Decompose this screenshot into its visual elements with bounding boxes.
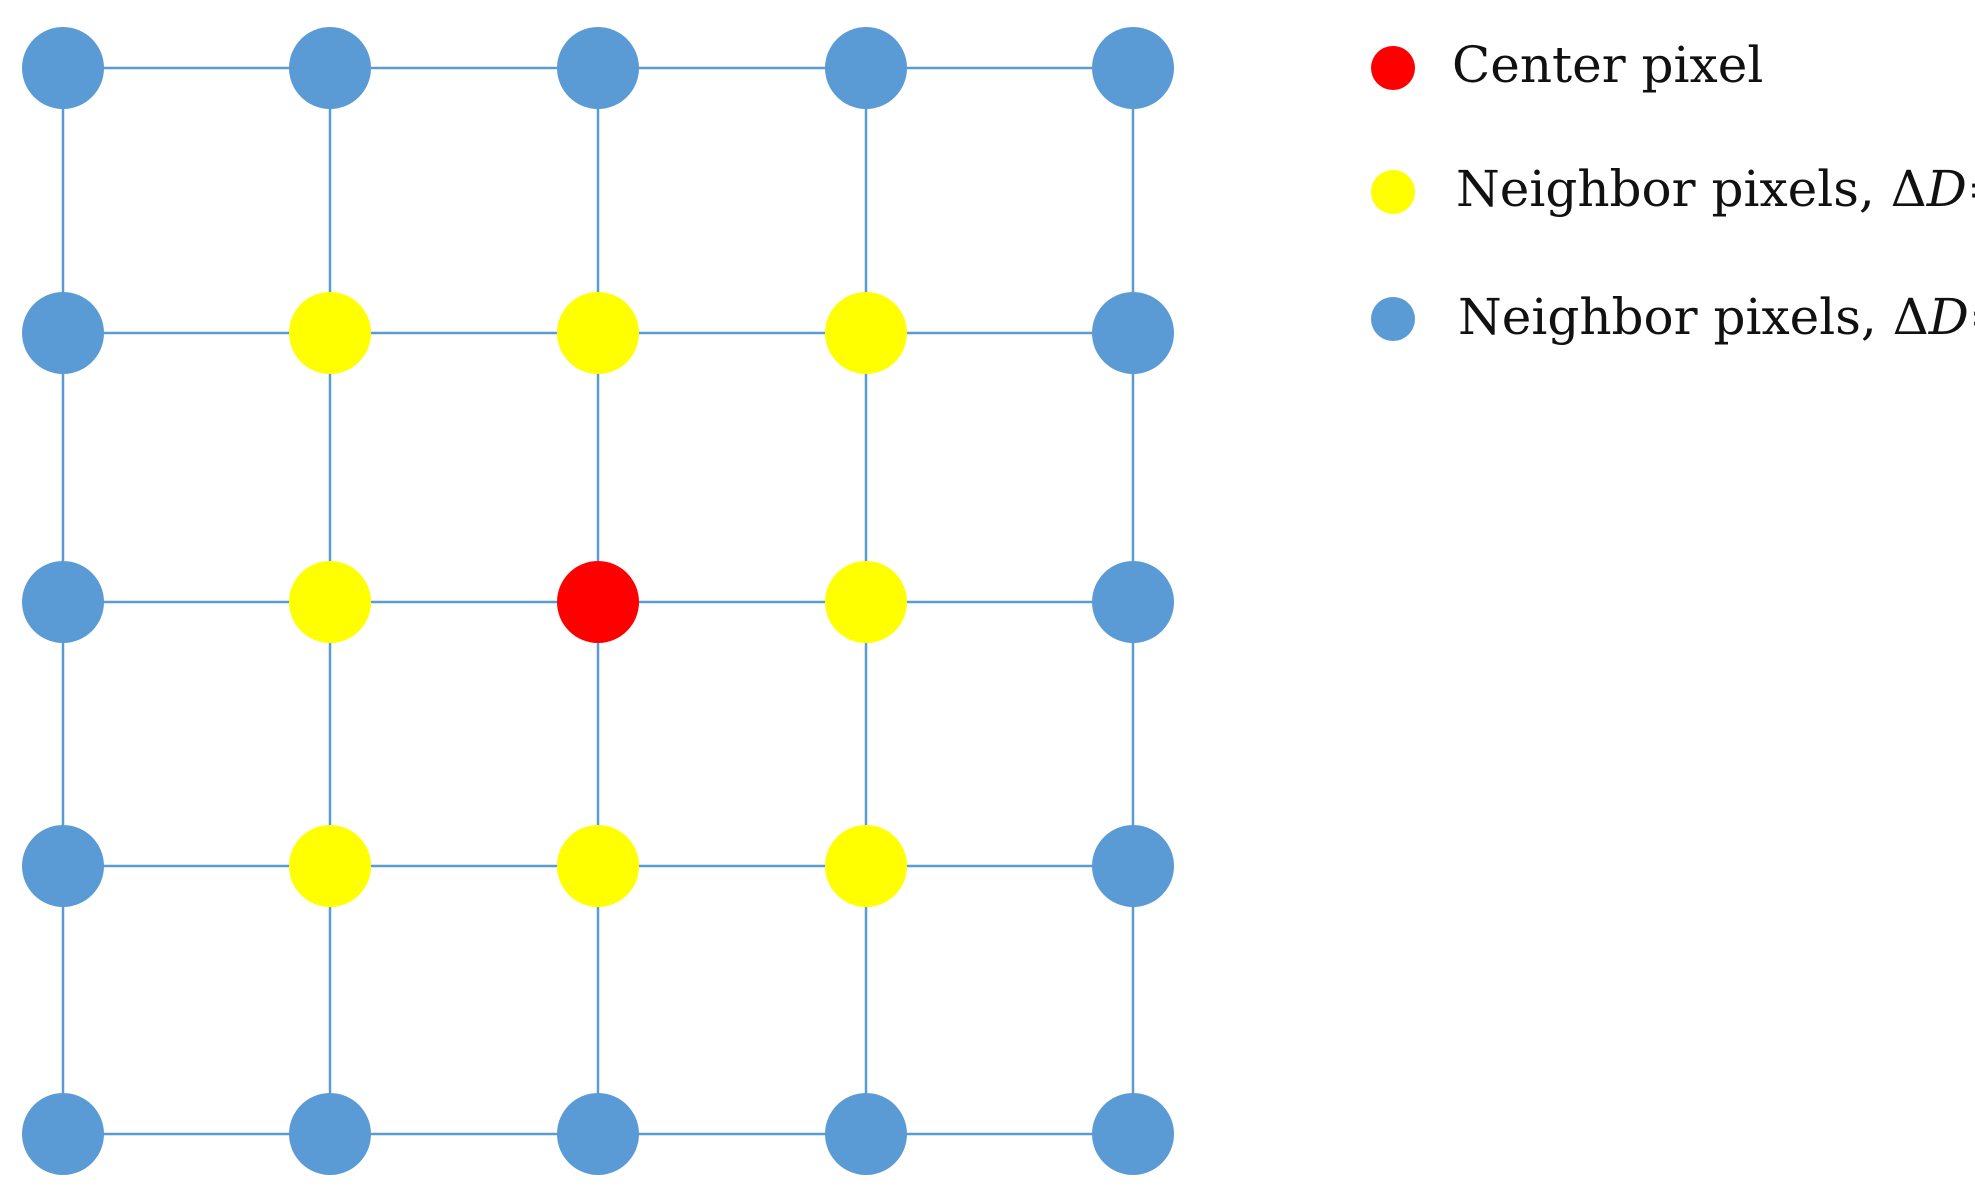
legend-label-d2-value: =2	[1969, 288, 1975, 346]
neighbor-pixel-node-d2	[289, 1093, 371, 1175]
neighbor-pixel-node-d1	[825, 292, 907, 374]
neighbor-pixel-node-d2	[1092, 292, 1174, 374]
neighbor-pixel-node-d2	[825, 1093, 907, 1175]
legend-item-d1: Neighbor pixels, ΔD=1	[1371, 160, 1975, 218]
neighbor-pixel-node-d1	[557, 825, 639, 907]
legend-label-d2-var: D	[1928, 288, 1969, 346]
legend: Center pixel Neighbor pixels, ΔD=1 Neigh…	[1371, 36, 1975, 346]
legend-label-d1-var: D	[1926, 160, 1967, 218]
legend-label-center: Center pixel	[1452, 36, 1763, 94]
neighbor-pixel-node-d1	[557, 292, 639, 374]
legend-marker-d2	[1371, 297, 1415, 341]
legend-item-d2: Neighbor pixels, ΔD=2	[1371, 288, 1975, 346]
legend-item-center: Center pixel	[1371, 36, 1763, 94]
legend-label-d2-text: Neighbor pixels,	[1458, 288, 1893, 346]
legend-label-d1-symbol: Δ	[1891, 160, 1927, 218]
neighbor-pixel-node-d2	[289, 27, 371, 109]
legend-label-d1-text: Neighbor pixels,	[1456, 160, 1891, 218]
center-pixel-node	[557, 561, 639, 643]
neighbor-pixel-node-d2	[1092, 27, 1174, 109]
neighbor-pixel-node-d1	[825, 825, 907, 907]
neighbor-pixel-node-d2	[557, 1093, 639, 1175]
neighbor-pixel-node-d2	[22, 825, 104, 907]
neighbor-pixel-node-d1	[289, 825, 371, 907]
neighbor-pixel-node-d2	[22, 561, 104, 643]
neighbor-pixel-node-d2	[557, 27, 639, 109]
neighbor-pixel-node-d2	[22, 292, 104, 374]
legend-marker-center	[1371, 46, 1415, 90]
legend-label-d1: Neighbor pixels, ΔD=1	[1456, 160, 1975, 218]
neighbor-pixel-node-d2	[22, 1093, 104, 1175]
neighbor-pixel-node-d2	[1092, 561, 1174, 643]
neighbor-pixel-node-d2	[1092, 1093, 1174, 1175]
neighbor-pixel-node-d2	[1092, 825, 1174, 907]
neighbor-pixel-node-d1	[289, 292, 371, 374]
legend-label-d2-symbol: Δ	[1893, 288, 1929, 346]
neighbor-pixel-node-d2	[22, 27, 104, 109]
grid-nodes	[22, 27, 1174, 1175]
legend-label-d2: Neighbor pixels, ΔD=2	[1458, 288, 1975, 346]
legend-label-d1-value: =1	[1967, 160, 1975, 218]
neighbor-pixel-node-d1	[825, 561, 907, 643]
neighbor-pixel-node-d1	[289, 561, 371, 643]
legend-marker-d1	[1371, 170, 1415, 214]
neighbor-pixel-node-d2	[825, 27, 907, 109]
